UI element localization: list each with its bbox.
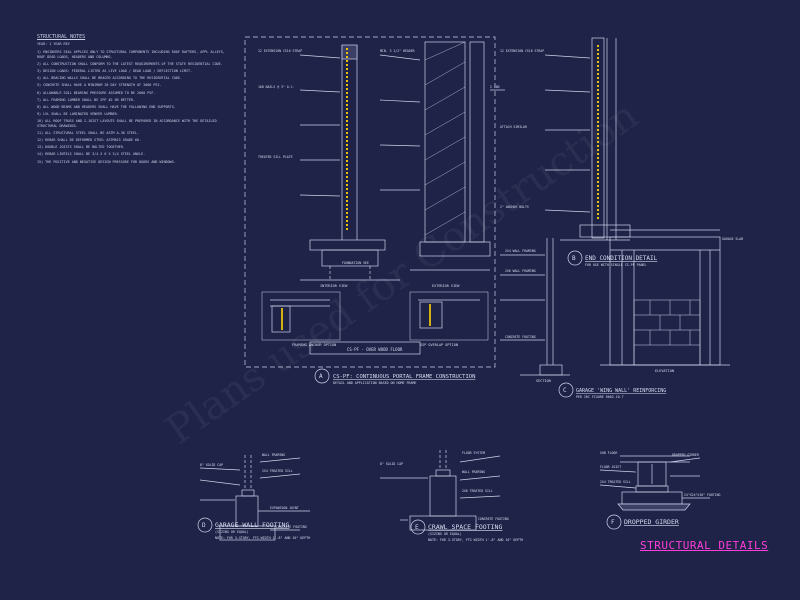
detail-marker-f: [606, 514, 622, 530]
portal-label: FOUNDATION SEE: [342, 261, 369, 265]
crawl-footing-label: FLOOR SYSTEM: [462, 451, 485, 455]
girder-title: DROPPED GIRDER: [624, 518, 679, 526]
detail-marker-a: [314, 368, 330, 384]
garage-footing-marker-letter: D: [202, 522, 206, 529]
girder-label: DROPPED GIRDER: [672, 453, 699, 457]
crawl-footing-subtitle: (SIZING OR EQUAL): [428, 532, 462, 536]
crawl-footing-title: CRAWL SPACE FOOTING: [428, 523, 502, 531]
detail-marker-c: [558, 382, 574, 398]
anchor-option-label: FRAMING ANCHOR OPTION: [292, 343, 336, 347]
note-paragraph: 4) ALL BRACING WALLS SHALL BE BRACED ACC…: [37, 76, 182, 81]
end-condition-label: 12 EXTENSION CS16 STRAP: [500, 49, 544, 53]
girder-label: 24"X24"X10" FOOTING: [684, 493, 721, 497]
end-condition-detail: [544, 37, 631, 266]
crawl-footing-label: 2X6 TREATED SILL: [462, 489, 493, 493]
note-paragraph: 5) CONCRETE SHALL HAVE A MINIMUM 28 DAY …: [37, 83, 162, 88]
wing-wall-label: CONCRETE FOOTING: [505, 335, 536, 339]
wing-wall-subtitle: PER IRC FIGURE R602.10.7: [576, 395, 624, 399]
wing-wall-label: 2X6 WALL FRAMING: [505, 269, 536, 273]
note-paragraph: 13) DOUBLE JOISTS SHALL BE BOLTED TOGETH…: [37, 145, 125, 150]
portal-label: 16D NAILS @ 3" O.C.: [258, 85, 295, 89]
crawl-footing-marker-letter: E: [415, 524, 419, 531]
girder-marker-letter: F: [611, 519, 615, 526]
note-paragraph: 3) DESIGN LOADS: FEDERAL LISTED AS LIVE …: [37, 69, 193, 74]
garage-footing-label: WALL FRAMING: [262, 453, 285, 457]
overlap-option-label: SSP OVERLAP OPTION: [420, 343, 458, 347]
portal-label: MIN. 3 1/2" HEADER: [380, 49, 415, 53]
garage-footing-note: NOTE: FOR 3-STORY, FTG WIDTH 1'-8" AND 1…: [215, 536, 310, 540]
garage-footing-detail: [197, 455, 310, 541]
exterior-view-label: EXTERIOR VIEW: [432, 284, 460, 288]
sheet-title: STRUCTURAL DETAILS: [640, 539, 769, 552]
interior-view-label: INTERIOR VIEW: [320, 284, 348, 288]
note-paragraph: 7) ALL FRAMING LUMBER SHALL BE SPF #2 OR…: [37, 97, 135, 102]
end-condition-marker-letter: B: [572, 255, 576, 262]
portal-subtitle: DETAIL AND APPLICATION BASED ON HOME FRA…: [333, 381, 416, 385]
wing-wall-detail: [500, 229, 730, 398]
detail-marker-e: [410, 519, 426, 535]
note-paragraph: 8) ALL WOOD BEAMS AND HEADERS SHALL HAVE…: [37, 105, 176, 110]
garage-footing-label: 8" SOLID CAP: [200, 463, 223, 467]
notes-subheading: YEAR: 1 YEAR REV: [37, 42, 70, 47]
detail-marker-d: [197, 517, 213, 533]
garage-footing-label: CONCRETE FOOTING: [276, 525, 307, 529]
note-paragraph: 14) REBAR LINTELS SHALL BE 3/4 X 6 X 3/4…: [37, 152, 146, 157]
garage-footing-subtitle: (SIZING OR EQUAL): [215, 530, 249, 534]
garage-footing-label: EXPANSION JOINT: [270, 506, 299, 510]
end-condition-label: 2" ANCHOR BOLTS: [500, 205, 529, 209]
portal-frame-detail: [244, 36, 505, 384]
end-condition-subtitle: FOR USE WITH SINGLE CS-PF PANEL: [585, 263, 647, 267]
detail-marker-b: [567, 250, 583, 266]
crawl-footing-label: WALL FRAMING: [462, 470, 485, 474]
crawl-footing-label: 8" SOLID CAP: [380, 462, 403, 466]
structural-notes: STRUCTURAL NOTES YEAR: 1 YEAR REV 1) ENG…: [37, 34, 225, 167]
portal-title: CS-PF: CONTINUOUS PORTAL FRAME CONSTRUCT…: [333, 374, 475, 380]
portal-frame-border: [244, 36, 496, 368]
girder-label: FLOOR JOIST: [600, 465, 621, 469]
girder-label: 2X4 TREATED SILL: [600, 480, 631, 484]
garage-footing-label: 2X4 TREATED SILL: [262, 469, 293, 473]
elevation-label: ELEVATION: [655, 369, 674, 373]
wing-wall-marker-letter: C: [563, 387, 567, 394]
dropped-girder-detail: [599, 455, 710, 530]
note-paragraph: 10) ALL ROOF TRUSS AND I-JOIST LAYOUTS S…: [37, 119, 217, 128]
portal-label: 12 EXTENSION CS16 STRAP: [258, 49, 302, 53]
crawl-footing-note: NOTE: FOR 3-STORY, FTG WIDTH 1'-8" AND 1…: [428, 538, 523, 542]
note-paragraph: 2) ALL CONSTRUCTION SHALL CONFORM TO THE…: [37, 61, 223, 66]
portal-label: 2 16D: [490, 85, 500, 89]
notes-heading: STRUCTURAL NOTES: [37, 34, 86, 40]
wing-wall-title: GARAGE 'WING WALL' REINFORCING: [576, 388, 666, 394]
note-paragraph: 9) LVL SHALL BE LAMINATED VENEER LUMBER.: [37, 112, 119, 117]
wing-wall-label: 2X4 WALL FRAMING: [505, 249, 536, 253]
crawl-footing-label: CONCRETE FOOTING: [478, 517, 509, 521]
portal-marker-letter: A: [319, 373, 323, 380]
garage-footing-title: GARAGE WALL FOOTING: [215, 521, 289, 529]
note-paragraph: 1) ENGINEERS SEAL APPLIES ONLY TO STRUCT…: [37, 50, 225, 59]
portal-sub-caption: CS-PF - OVER WOOD FLOOR: [347, 347, 403, 352]
section-label: SECTION: [536, 379, 551, 383]
note-paragraph: 12) REBAR SHALL BE DEFORMED STEEL ASTM61…: [37, 138, 142, 143]
girder-label: SUB FLOOR: [600, 451, 617, 455]
note-paragraph: 11) ALL STRUCTURAL STEEL SHALL BE ASTM A…: [37, 130, 140, 135]
end-condition-label: ATTACH SIMILAR: [500, 125, 527, 129]
end-condition-title: END CONDITION DETAIL: [585, 255, 658, 262]
wing-wall-label: GARAGE SLAB: [722, 237, 743, 241]
note-paragraph: 15) THE POSITIVE AND NEGATIVE DESIGN PRE…: [37, 159, 176, 164]
note-paragraph: 6) ALLOWABLE SOIL BEARING PRESSURE ASSUM…: [37, 90, 156, 95]
portal-label: TREATED SILL PLATE: [258, 155, 293, 159]
crawl-footing-detail: [380, 450, 501, 535]
